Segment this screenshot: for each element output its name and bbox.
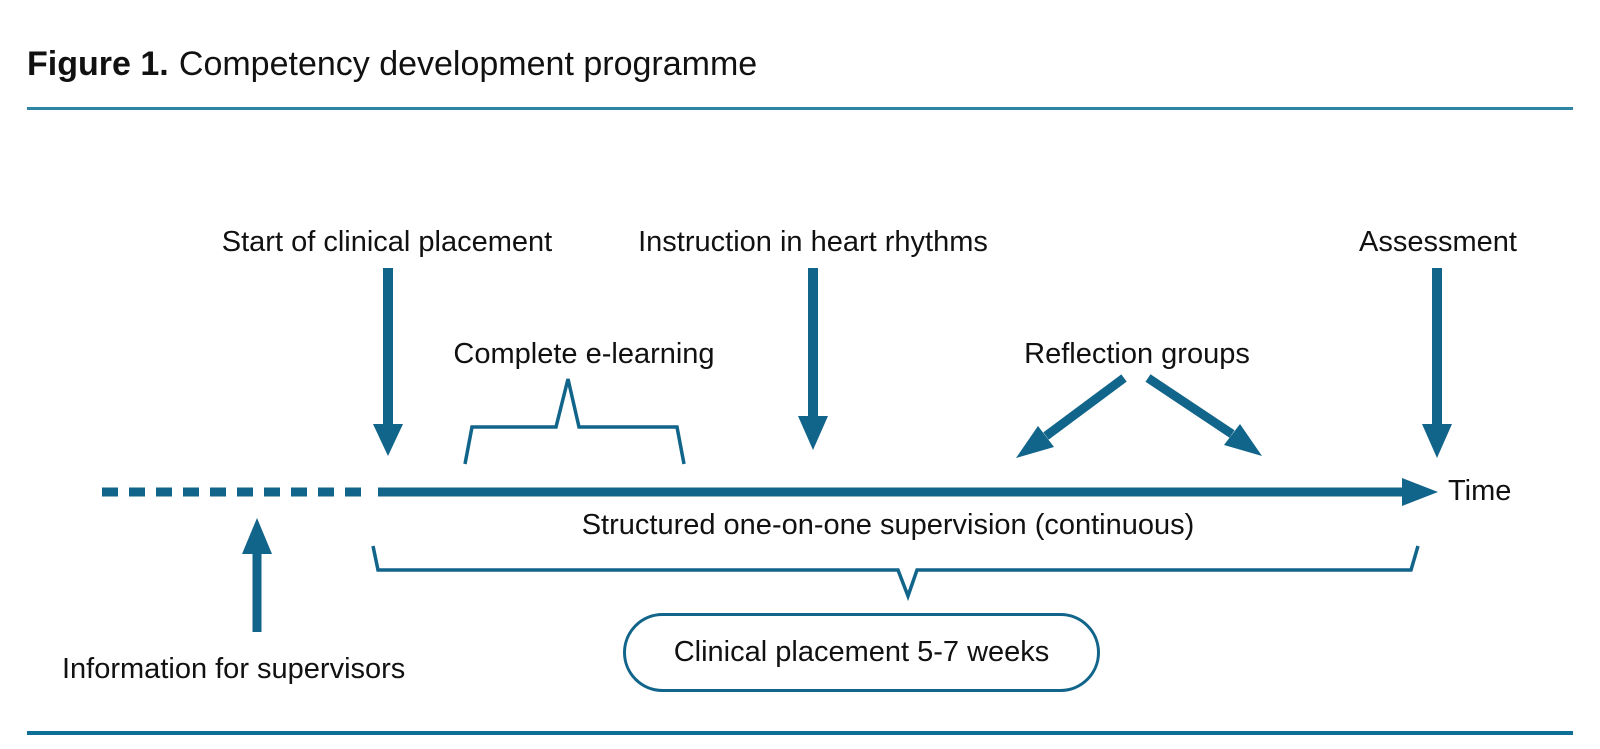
reflection-right-arrow-icon <box>1145 374 1262 456</box>
instruction-label: Instruction in heart rhythms <box>638 226 988 258</box>
start-placement-down-arrow-icon <box>373 268 403 456</box>
clinical-placement-pill: Clinical placement 5-7 weeks <box>623 613 1100 692</box>
timeline-arrowhead-icon <box>1402 478 1438 506</box>
reflection-left-arrow-icon <box>1016 374 1127 458</box>
clinical-placement-label: Clinical placement 5-7 weeks <box>673 636 1050 668</box>
elearning-brace <box>463 378 686 465</box>
start-placement-label: Start of clinical placement <box>221 226 553 258</box>
supervisor-info-label: Information for supervisors <box>62 653 406 685</box>
bottom-rule <box>27 731 1573 735</box>
elearning-label: Complete e-learning <box>453 338 715 370</box>
supervisor-info-up-arrow-icon <box>242 518 272 632</box>
instruction-down-arrow-icon <box>798 268 828 450</box>
time-axis-label: Time <box>1448 475 1512 507</box>
assessment-label: Assessment <box>1359 226 1517 258</box>
figure-title: Figure 1.Competency development programm… <box>27 44 757 84</box>
supervision-label: Structured one-on-one supervision (conti… <box>581 509 1195 541</box>
placement-brace <box>371 545 1420 602</box>
assessment-down-arrow-icon <box>1422 268 1452 458</box>
top-rule <box>27 107 1573 110</box>
reflection-groups-label: Reflection groups <box>1024 338 1250 370</box>
figure-title-text: Competency development programme <box>178 45 758 83</box>
figure-label: Figure 1. <box>27 45 169 83</box>
